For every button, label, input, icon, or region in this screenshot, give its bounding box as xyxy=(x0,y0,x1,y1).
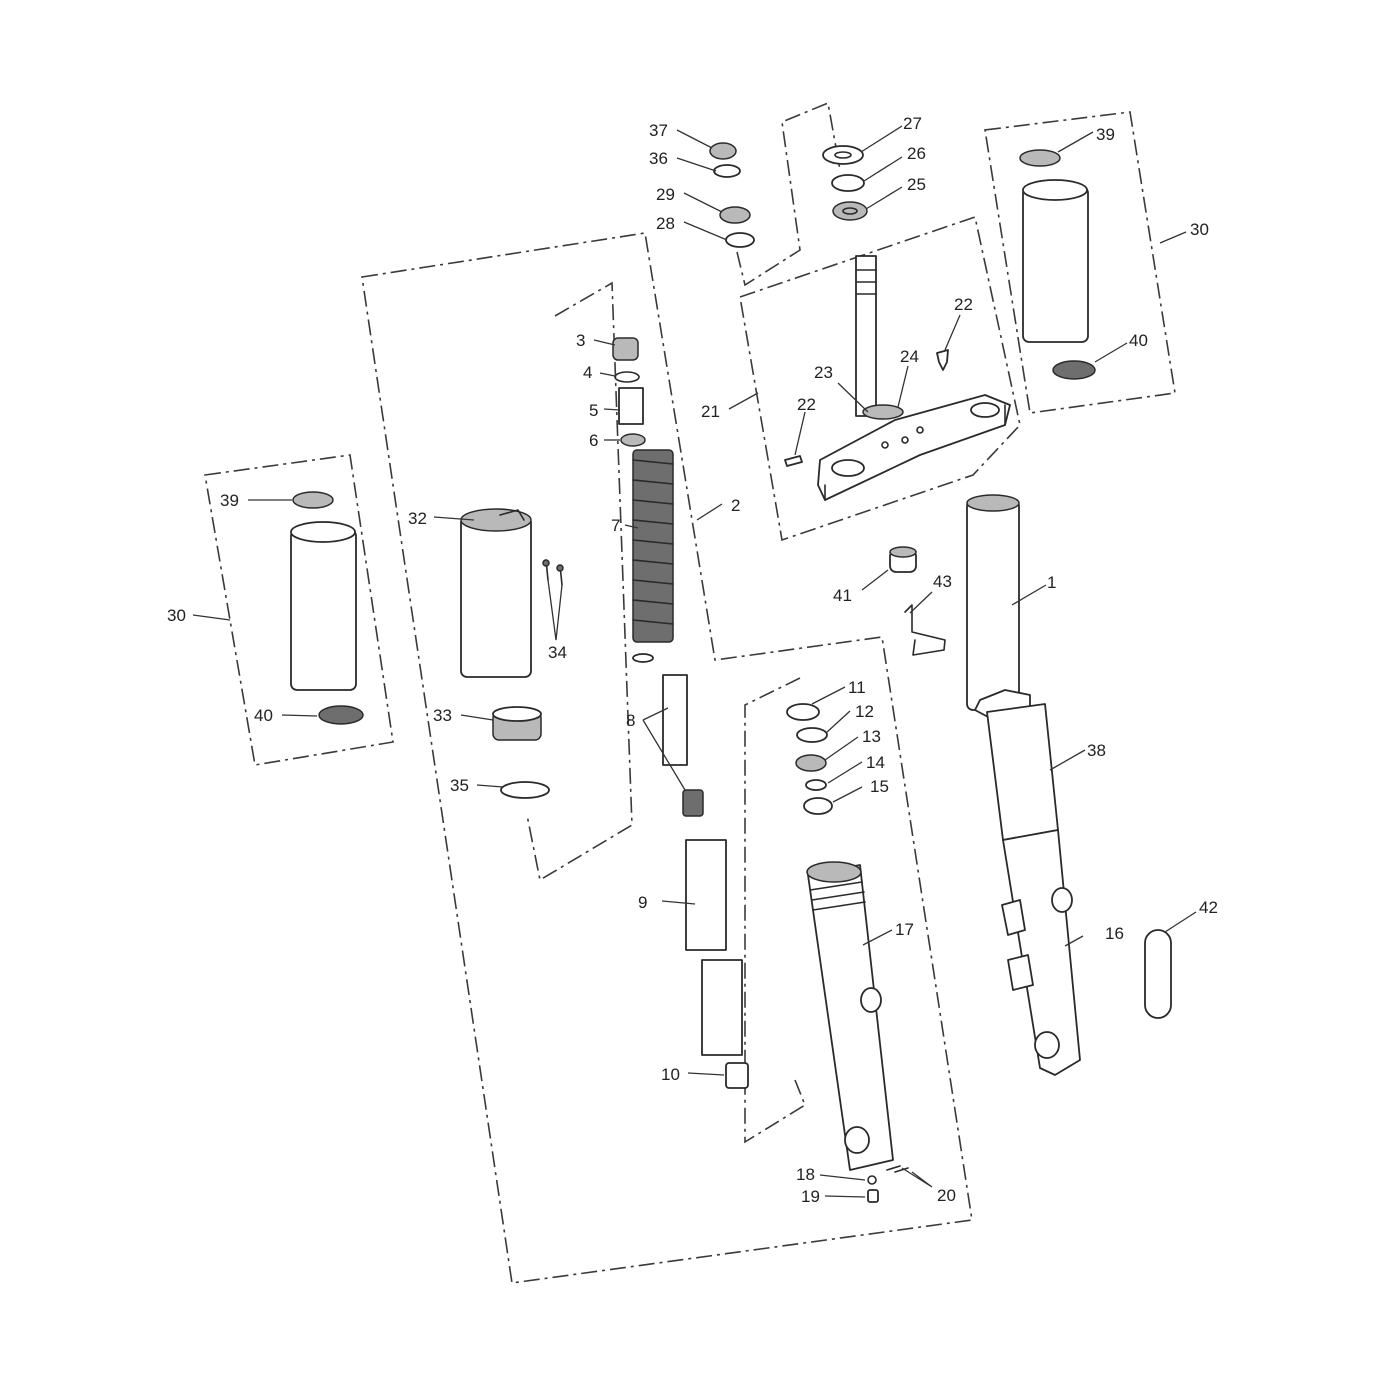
callout-43: 43 xyxy=(933,572,952,591)
callout-38: 38 xyxy=(1087,741,1106,760)
callout-21: 21 xyxy=(701,402,720,421)
fork-stanchion-tube xyxy=(966,494,1031,719)
callout-11: 11 xyxy=(848,678,866,697)
callout-36: 36 xyxy=(649,149,668,168)
callout-39b: 39 xyxy=(1096,125,1115,144)
callout-3: 3 xyxy=(576,331,585,350)
callout-12: 12 xyxy=(855,702,874,721)
bushing-33 xyxy=(492,706,542,741)
callout-10: 10 xyxy=(661,1065,680,1084)
left-lower-leg xyxy=(806,861,894,1171)
callout-8: 8 xyxy=(626,711,635,730)
bearing-stack xyxy=(709,142,868,248)
callout-15: 15 xyxy=(870,777,889,796)
leader-lines xyxy=(192,125,1197,1198)
seal-stack xyxy=(786,703,833,815)
callout-30a: 30 xyxy=(167,606,186,625)
fork-internals xyxy=(612,337,749,1089)
drain-bolts xyxy=(867,1165,909,1203)
callout-32: 32 xyxy=(408,509,427,528)
callout-23: 23 xyxy=(814,363,833,382)
callout-22a: 22 xyxy=(797,395,816,414)
callout-41: 41 xyxy=(833,586,852,605)
yoke-bolts xyxy=(784,349,949,467)
callout-22b: 22 xyxy=(954,295,973,314)
callout-29: 29 xyxy=(656,185,675,204)
callout-7: 7 xyxy=(611,516,620,535)
fork-gaiter-sleeve xyxy=(986,703,1059,841)
callout-28: 28 xyxy=(656,214,675,233)
outer-tube-32 xyxy=(460,508,532,678)
left-tube-panel xyxy=(290,491,364,725)
callout-33: 33 xyxy=(433,706,452,725)
callout-20: 20 xyxy=(937,1186,956,1205)
right-tube-panel xyxy=(1019,149,1096,380)
callout-6: 6 xyxy=(589,431,598,450)
callout-16: 16 xyxy=(1105,924,1124,943)
callout-40b: 40 xyxy=(1129,331,1148,350)
callout-19: 19 xyxy=(801,1187,820,1206)
callout-39a: 39 xyxy=(220,491,239,510)
callout-2: 2 xyxy=(731,496,740,515)
bottom-yoke xyxy=(817,255,1011,501)
callout-18: 18 xyxy=(796,1165,815,1184)
callout-27: 27 xyxy=(903,114,922,133)
callout-40a: 40 xyxy=(254,706,273,725)
callout-1: 1 xyxy=(1047,573,1056,592)
callout-25: 25 xyxy=(907,175,926,194)
callout-17: 17 xyxy=(895,920,914,939)
callout-30b: 30 xyxy=(1190,220,1209,239)
callout-42: 42 xyxy=(1199,898,1218,917)
cap-41 xyxy=(889,546,917,573)
callout-13: 13 xyxy=(862,727,881,746)
callout-35: 35 xyxy=(450,776,469,795)
callout-24: 24 xyxy=(900,347,919,366)
ring-35 xyxy=(500,781,550,799)
right-lower-leg xyxy=(1001,829,1081,1076)
callout-26: 26 xyxy=(907,144,926,163)
callout-labels: 1 2 3 4 5 6 7 8 9 10 11 12 13 14 15 16 1… xyxy=(167,114,1218,1206)
callout-9: 9 xyxy=(638,893,647,912)
reflector-42 xyxy=(1144,929,1172,1019)
callout-14: 14 xyxy=(866,753,885,772)
callout-4: 4 xyxy=(583,363,592,382)
group-frames xyxy=(204,101,1176,1284)
bracket-43 xyxy=(904,604,946,656)
callout-34: 34 xyxy=(548,643,567,662)
callout-5: 5 xyxy=(589,401,598,420)
screws-34 xyxy=(542,559,564,586)
callout-37: 37 xyxy=(649,121,668,140)
